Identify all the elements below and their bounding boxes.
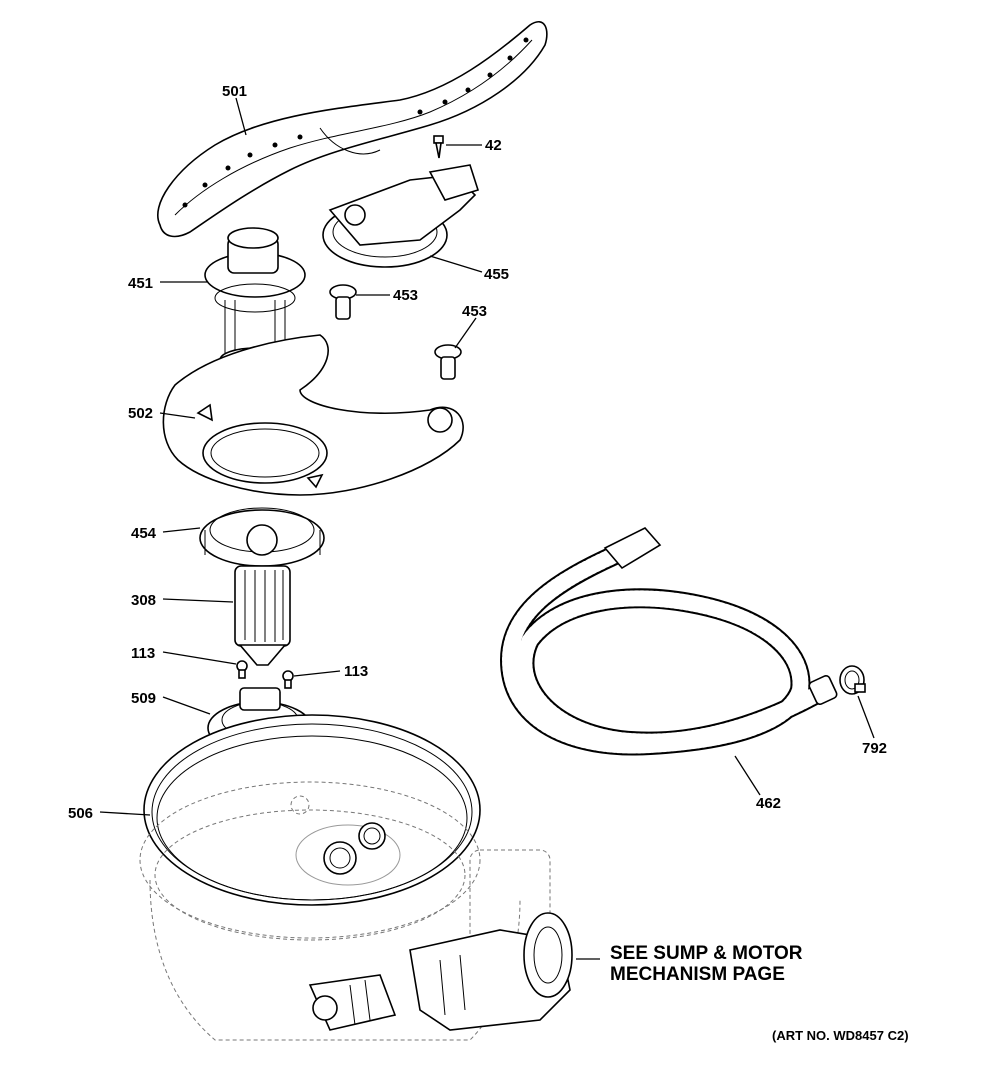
callout-502: 502 — [128, 405, 153, 422]
callout-454: 454 — [131, 525, 157, 542]
filter-housing — [199, 507, 325, 567]
leader-lines — [99, 97, 875, 960]
lower-spray-arm — [157, 21, 548, 238]
callout-462: 462 — [756, 795, 781, 812]
sump-and-motor-ghost — [139, 781, 573, 1041]
callout-506: 506 — [68, 805, 93, 822]
callout-113-b: 113 — [344, 663, 368, 680]
callout-501: 501 — [222, 83, 247, 100]
screw-42 — [433, 135, 444, 159]
drain-cap-a — [329, 284, 357, 320]
drain-hose — [499, 527, 838, 756]
fine-filter-assembly — [322, 164, 480, 268]
callout-792: 792 — [862, 740, 887, 757]
callout-453-a: 453 — [393, 287, 418, 304]
hose-clamp — [839, 665, 866, 695]
callout-42: 42 — [485, 137, 502, 154]
screw-113-b — [282, 670, 294, 689]
coarse-filter-plate — [162, 334, 464, 496]
callout-509: 509 — [131, 690, 156, 707]
callout-453-b: 453 — [462, 303, 487, 320]
see-sump-motor-note-line2: MECHANISM PAGE — [610, 964, 785, 985]
callout-308: 308 — [131, 592, 156, 609]
callout-451: 451 — [128, 275, 153, 292]
drain-cap-b — [434, 344, 462, 380]
see-sump-motor-note-line1: SEE SUMP & MOTOR — [610, 943, 803, 964]
art-number: (ART NO. WD8457 C2) — [772, 1028, 909, 1043]
filter-cylinder — [234, 565, 291, 666]
callout-113-a: 113 — [131, 645, 155, 662]
callout-455: 455 — [484, 266, 509, 283]
screw-113-a — [236, 660, 248, 679]
